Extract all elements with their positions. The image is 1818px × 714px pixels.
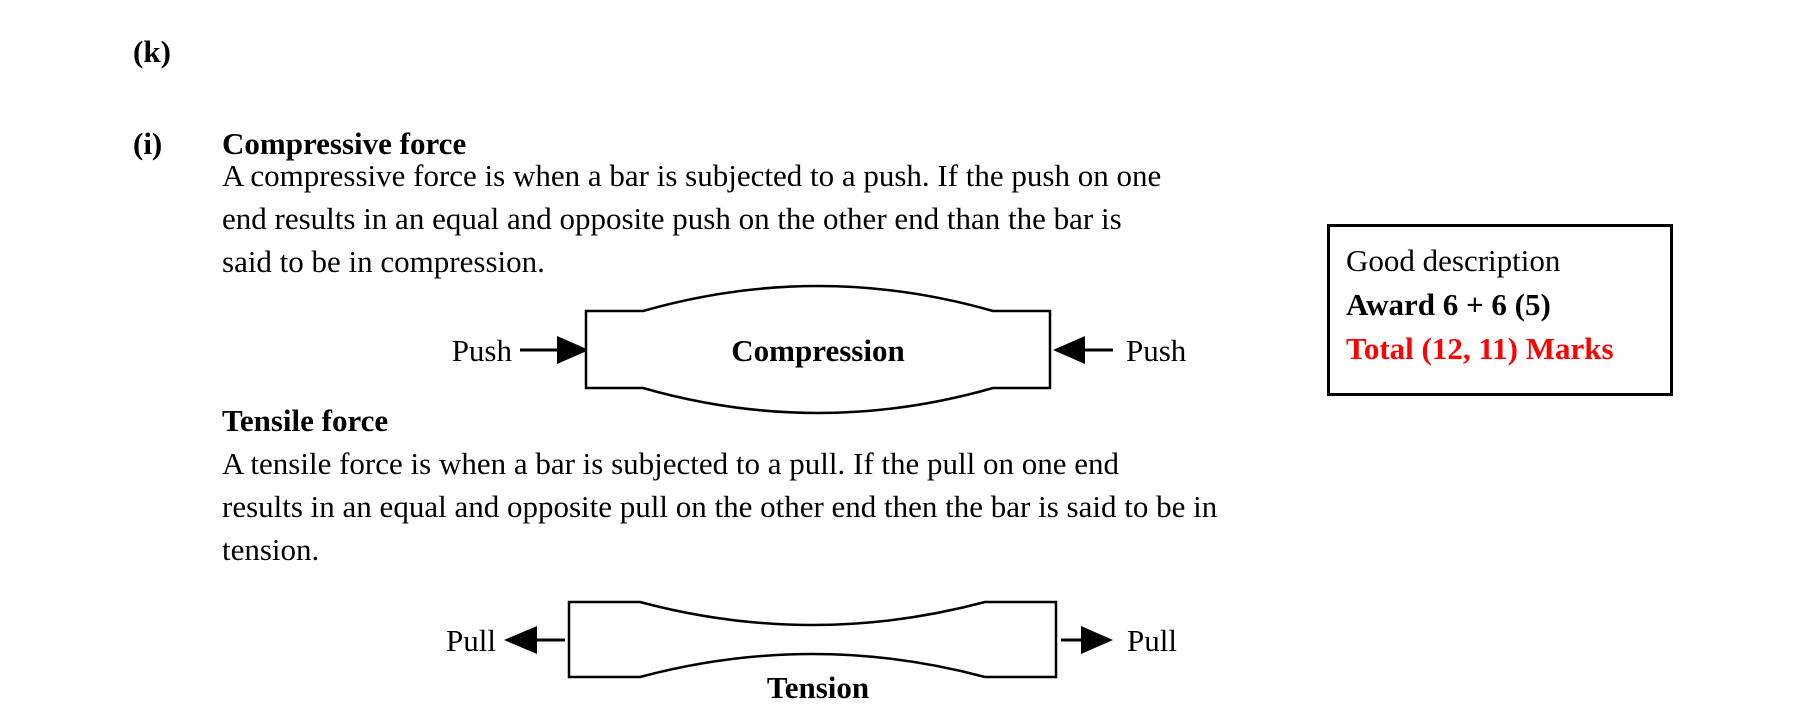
marking-annotation-box: Good description Award 6 + 6 (5) Total (… bbox=[1327, 224, 1673, 396]
paragraph-line: A compressive force is when a bar is sub… bbox=[222, 158, 1162, 193]
tensile-force-paragraph: A tensile force is when a bar is subject… bbox=[222, 442, 1217, 571]
paragraph-line: tension. bbox=[222, 532, 320, 567]
compression-bar-label: Compression bbox=[731, 333, 904, 368]
push-right-label: Push bbox=[1126, 333, 1187, 368]
pull-left-label: Pull bbox=[446, 623, 496, 658]
tensile-force-heading: Tensile force bbox=[222, 403, 389, 438]
annotation-total-marks: Total (12, 11) Marks bbox=[1346, 331, 1614, 366]
paragraph-line: results in an equal and opposite pull on… bbox=[222, 489, 1218, 524]
compressive-force-heading: Compressive force bbox=[222, 126, 467, 161]
arrow-left-icon bbox=[1053, 336, 1113, 364]
tension-bar-label: Tension bbox=[767, 670, 869, 705]
tension-bar-shape bbox=[567, 600, 1058, 679]
compressive-force-paragraph: A compressive force is when a bar is sub… bbox=[222, 154, 1161, 283]
arrow-right-icon bbox=[520, 336, 589, 364]
compression-diagram: Push Compression Push bbox=[452, 284, 1187, 415]
annotation-comment: Good description bbox=[1346, 243, 1561, 278]
part-label-k: (k) bbox=[133, 34, 171, 69]
arrow-left-icon bbox=[504, 626, 565, 654]
paragraph-line: A tensile force is when a bar is subject… bbox=[222, 446, 1120, 481]
annotation-award: Award 6 + 6 (5) bbox=[1346, 287, 1551, 322]
paragraph-line: said to be in compression. bbox=[222, 244, 545, 279]
push-left-label: Push bbox=[452, 333, 513, 368]
paragraph-line: end results in an equal and opposite pus… bbox=[222, 201, 1122, 236]
compression-bar-shape bbox=[584, 284, 1052, 415]
part-label-i: (i) bbox=[133, 126, 163, 161]
arrow-right-icon bbox=[1061, 626, 1113, 654]
tension-diagram: Pull Tension Pull bbox=[446, 600, 1177, 705]
pull-right-label: Pull bbox=[1127, 623, 1177, 658]
